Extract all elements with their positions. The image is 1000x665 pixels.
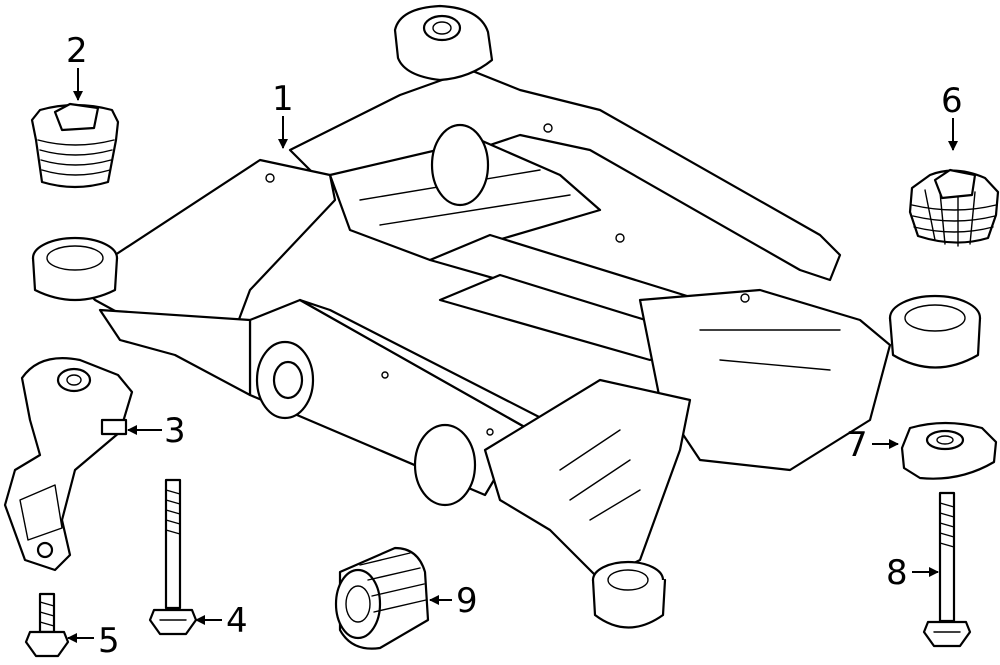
washer-mount xyxy=(900,421,998,480)
callout-8: 8 xyxy=(886,553,908,593)
bolt-long-right xyxy=(922,491,972,648)
leader-lines xyxy=(67,68,958,643)
callout-2: 2 xyxy=(66,31,88,71)
callout-6: 6 xyxy=(941,81,963,121)
bushing-upper-right xyxy=(908,168,1000,247)
bracket-left xyxy=(3,357,134,572)
callout-7: 7 xyxy=(846,425,868,465)
subframe xyxy=(31,4,982,629)
callout-3: 3 xyxy=(164,411,186,451)
bolt-short xyxy=(24,592,70,658)
bushing-cylindrical xyxy=(334,546,430,650)
callout-9: 9 xyxy=(456,581,478,621)
callout-4: 4 xyxy=(226,601,248,641)
callout-5: 5 xyxy=(98,621,120,661)
bushing-upper-left xyxy=(30,102,120,189)
callout-1: 1 xyxy=(272,79,294,119)
bolt-long xyxy=(148,478,198,636)
